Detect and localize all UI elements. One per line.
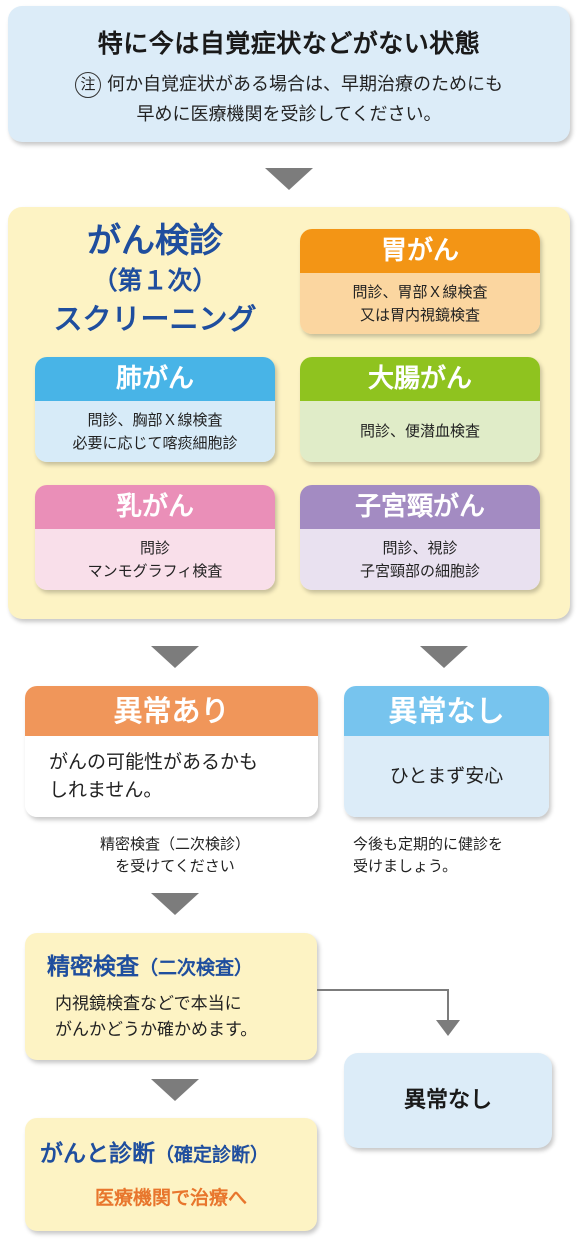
card-stomach-title: 胃がん bbox=[300, 229, 540, 273]
card-colon-line-1: 問診、便潜血検査 bbox=[359, 422, 480, 440]
arrow-down-icon bbox=[151, 893, 199, 915]
card-cervical-line-2: 子宮頸部の細胞診 bbox=[359, 561, 480, 580]
current-state-title: 特に今は自覚症状などがない状態 bbox=[97, 29, 481, 58]
card-stomach-line-2: 又は胃内視鏡検査 bbox=[359, 305, 480, 324]
normal-caption: 今後も定期的に健診を 受けましょう。 bbox=[353, 833, 503, 877]
screening-title-main: がん検診 bbox=[87, 221, 223, 261]
arrow-down-icon bbox=[151, 1079, 199, 1101]
diagnosis-box: がんと診断（確定診断） 医療機関で治療へ bbox=[25, 1118, 317, 1231]
note-line-2: 早めに医療機関を受診してください。 bbox=[136, 104, 442, 125]
screening-title: がん検診 （第１次） スクリーニング bbox=[30, 220, 280, 338]
diagnosis-title: がんと診断（確定診断） bbox=[40, 1134, 269, 1168]
result-abnormal: 異常あり がんの可能性があるかも しれません。 bbox=[25, 686, 318, 817]
result-abnormal-body: がんの可能性があるかも しれません。 bbox=[25, 736, 318, 817]
final-normal-box: 異常なし bbox=[344, 1053, 552, 1148]
card-colon-cancer: 大腸がん 問診、便潜血検査 bbox=[300, 357, 540, 462]
card-cervical-cancer: 子宮頸がん 問診、視診子宮頸部の細胞診 bbox=[300, 485, 540, 590]
card-colon-title: 大腸がん bbox=[300, 357, 540, 401]
arrow-down-icon bbox=[420, 646, 468, 668]
abnormal-caption: 精密検査（二次検診） を受けてください bbox=[80, 833, 270, 877]
result-abnormal-line-2: しれません。 bbox=[49, 779, 163, 801]
result-abnormal-line-1: がんの可能性があるかも bbox=[49, 751, 259, 773]
current-state-note: 注何か自覚症状がある場合は、早期治療のためにも 早めに医療機関を受診してください… bbox=[28, 70, 550, 130]
card-lung-line-2: 必要に応じて喀痰細胞診 bbox=[72, 433, 238, 452]
diagnosis-subtitle: 医療機関で治療へ bbox=[94, 1187, 247, 1209]
card-breast-cancer: 乳がん 問診マンモグラフィ検査 bbox=[35, 485, 275, 590]
connector-line bbox=[447, 989, 449, 1021]
note-mark: 注 bbox=[75, 72, 101, 98]
connector-line bbox=[317, 989, 448, 991]
screening-title-stage: （第１次） bbox=[92, 266, 218, 295]
abnormal-caption-line-1: 精密検査（二次検診） bbox=[99, 835, 250, 853]
detailed-exam-desc: 内視鏡検査などで本当に がんかどうか確かめます。 bbox=[55, 991, 257, 1043]
screening-title-sub: スクリーニング bbox=[53, 302, 257, 336]
card-lung-title: 肺がん bbox=[35, 357, 275, 401]
card-cervical-line-1: 問診、視診 bbox=[382, 538, 458, 557]
card-stomach-body: 問診、胃部Ｘ線検査又は胃内視鏡検査 bbox=[300, 273, 540, 334]
result-normal-title: 異常なし bbox=[344, 686, 549, 736]
result-normal: 異常なし ひとまず安心 bbox=[344, 686, 549, 817]
result-abnormal-title: 異常あり bbox=[25, 686, 318, 736]
card-breast-body: 問診マンモグラフィ検査 bbox=[35, 529, 275, 590]
result-normal-body: ひとまず安心 bbox=[344, 736, 549, 817]
detailed-exam-line-2: がんかどうか確かめます。 bbox=[55, 1020, 258, 1040]
detailed-exam-title-paren: （二次検査） bbox=[139, 957, 254, 979]
arrow-down-icon bbox=[436, 1020, 460, 1036]
diagnosis-title-main: がんと診断 bbox=[40, 1141, 155, 1167]
normal-caption-line-2: 受けましょう。 bbox=[353, 857, 458, 875]
arrow-down-icon bbox=[151, 646, 199, 668]
card-colon-body: 問診、便潜血検査 bbox=[300, 401, 540, 462]
detailed-exam-title-main: 精密検査 bbox=[47, 954, 139, 980]
detailed-exam-title: 精密検査（二次検査） bbox=[47, 947, 253, 981]
card-cervical-title: 子宮頸がん bbox=[300, 485, 540, 529]
detailed-exam-box: 精密検査（二次検査） 内視鏡検査などで本当に がんかどうか確かめます。 bbox=[25, 933, 317, 1060]
normal-caption-line-1: 今後も定期的に健診を bbox=[353, 835, 504, 853]
card-breast-line-1: 問診 bbox=[139, 538, 170, 557]
card-breast-line-2: マンモグラフィ検査 bbox=[87, 561, 223, 580]
abnormal-caption-line-2: を受けてください bbox=[115, 857, 235, 875]
detailed-exam-line-1: 内視鏡検査などで本当に bbox=[55, 994, 242, 1014]
card-lung-cancer: 肺がん 問診、胸部Ｘ線検査必要に応じて喀痰細胞診 bbox=[35, 357, 275, 462]
card-stomach-line-1: 問診、胃部Ｘ線検査 bbox=[352, 282, 488, 301]
current-state-box: 特に今は自覚症状などがない状態 注何か自覚症状がある場合は、早期治療のためにも … bbox=[8, 6, 570, 142]
card-breast-title: 乳がん bbox=[35, 485, 275, 529]
arrow-down-icon bbox=[265, 168, 313, 190]
card-cervical-body: 問診、視診子宮頸部の細胞診 bbox=[300, 529, 540, 590]
card-lung-body: 問診、胸部Ｘ線検査必要に応じて喀痰細胞診 bbox=[35, 401, 275, 462]
diagnosis-title-paren: （確定診断） bbox=[155, 1144, 270, 1166]
card-lung-line-1: 問診、胸部Ｘ線検査 bbox=[87, 410, 223, 429]
note-line-1: 何か自覚症状がある場合は、早期治療のためにも bbox=[107, 74, 503, 95]
card-stomach-cancer: 胃がん 問診、胃部Ｘ線検査又は胃内視鏡検査 bbox=[300, 229, 540, 334]
